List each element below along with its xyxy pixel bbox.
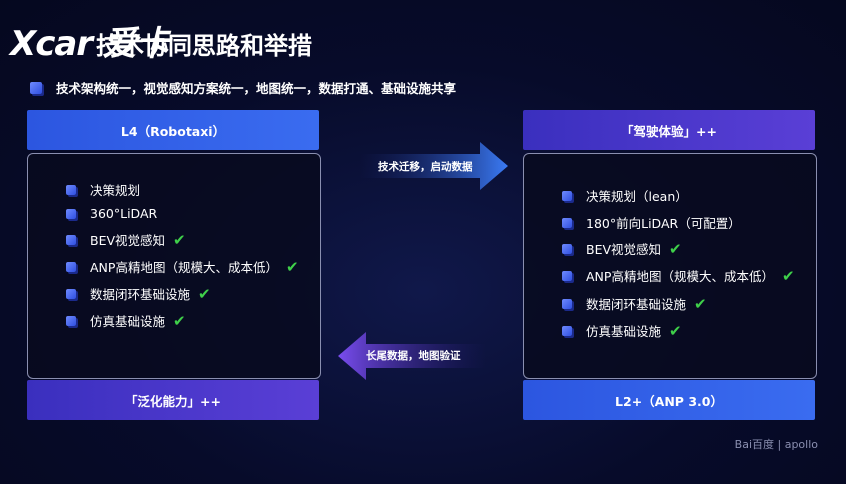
cube-bullet-icon [562,243,572,254]
arrow-right-icon [360,142,508,190]
right-item-label: 数据闭环基础设施 [586,297,687,312]
cube-bullet-icon [562,325,572,336]
right-top-header: 「驾驶体验」++ [523,110,815,150]
left-item-0: 决策规划 [66,180,140,199]
right-top-label: 「驾驶体验」++ [621,123,717,139]
left-item-label: 决策规划 [90,183,141,198]
right-item-label: 决策规划（lean） [586,189,688,204]
left-item-5: 仿真基础设施 ✔ [66,311,186,330]
right-item-1: 180°前向LiDAR（可配置） [562,213,741,232]
right-bottom-label: L2+（ANP 3.0） [615,393,723,409]
right-item-4: 数据闭环基础设施 ✔ [562,294,707,313]
check-icon: ✔ [173,230,186,249]
left-item-1: 360°LiDAR [66,206,157,221]
right-item-3: ANP高精地图（规模大、成本低） ✔ [562,266,795,285]
arrow-left-icon [338,332,486,380]
cube-bullet-icon [66,288,76,299]
left-panel [27,153,321,379]
right-panel [523,153,817,379]
subtitle-row: 技术架构统一，视觉感知方案统一，地图统一，数据打通、基础设施共享 [30,78,456,97]
left-top-label: L4（Robotaxi） [120,123,226,139]
cube-bullet-icon [66,315,76,326]
left-item-3: ANP高精地图（规模大、成本低） ✔ [66,257,299,276]
cube-bullet-icon [66,208,76,219]
left-item-label: ANP高精地图（规模大、成本低） [90,260,278,275]
left-bottom-label: 「泛化能力」++ [125,393,221,409]
right-item-0: 决策规划（lean） [562,186,688,205]
cube-bullet-icon [66,234,76,245]
right-item-label: 180°前向LiDAR（可配置） [586,216,741,231]
right-item-label: 仿真基础设施 [586,324,662,339]
right-bottom-header: L2+（ANP 3.0） [523,380,815,420]
left-item-label: BEV视觉感知 [90,233,166,248]
page-title: 技术协同思路和举措 [96,32,312,60]
left-item-label: 数据闭环基础设施 [90,287,191,302]
left-item-label: 仿真基础设施 [90,314,166,329]
cube-bullet-icon [562,270,572,281]
left-bottom-header: 「泛化能力」++ [27,380,319,420]
right-item-label: BEV视觉感知 [586,242,662,257]
arrow-right-label: 技术迁移，启动数据 [378,161,473,173]
right-item-label: ANP高精地图（规模大、成本低） [586,269,774,284]
baidu-apollo-logo: Bai百度 | apollo [734,438,818,451]
check-icon: ✔ [781,266,795,285]
xcar-logo: Xcar 爱卡 [10,24,170,64]
check-icon: ✔ [694,294,707,313]
right-item-2: BEV视觉感知 ✔ [562,239,682,258]
check-icon: ✔ [669,239,682,258]
check-icon: ✔ [285,257,299,276]
check-icon: ✔ [669,321,682,340]
arrow-left-label: 长尾数据，地图验证 [366,350,461,362]
left-item-2: BEV视觉感知 ✔ [66,230,186,249]
left-top-header: L4（Robotaxi） [27,110,319,150]
cube-bullet-icon [66,261,76,272]
cube-bullet-icon [562,217,572,228]
cube-bullet-icon [562,298,572,309]
subtitle-text: 技术架构统一，视觉感知方案统一，地图统一，数据打通、基础设施共享 [56,81,457,96]
cube-bullet-icon [562,190,572,201]
left-item-label: 360°LiDAR [90,206,158,221]
check-icon: ✔ [173,311,186,330]
cube-bullet-icon [66,184,76,195]
check-icon: ✔ [198,284,211,303]
right-item-5: 仿真基础设施 ✔ [562,321,682,340]
cube-bullet-icon [30,81,42,94]
left-item-4: 数据闭环基础设施 ✔ [66,284,211,303]
